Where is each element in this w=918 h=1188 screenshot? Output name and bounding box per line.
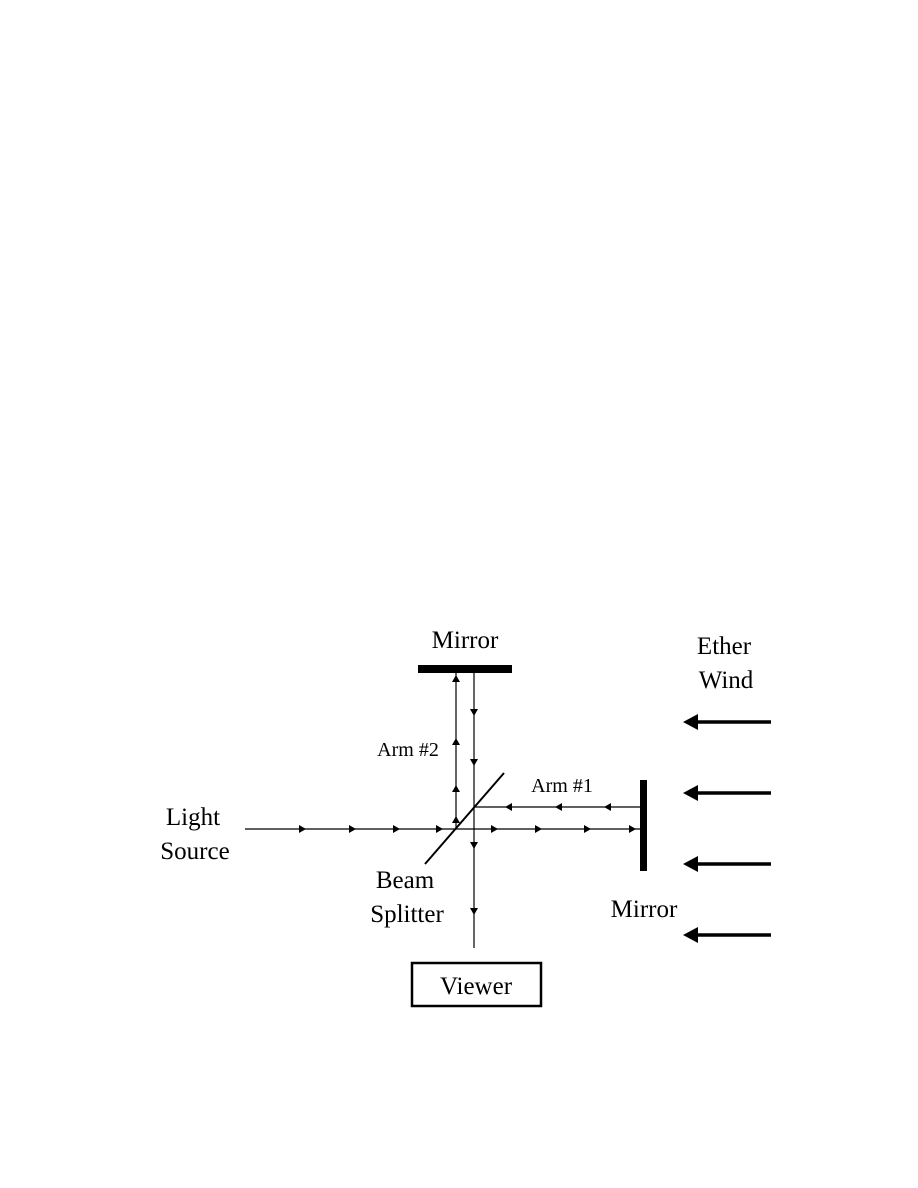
arm2-downward-arrows xyxy=(470,709,478,915)
ether-wind-label-line1: Ether xyxy=(697,633,752,660)
viewer-box xyxy=(410,961,543,1008)
beam-arrowhead xyxy=(470,908,478,915)
right-mirror-label: Mirror xyxy=(611,896,678,923)
ether-wind-arrow xyxy=(683,927,771,943)
beam-arrowhead xyxy=(535,825,542,833)
ether-wind-label-line2: Wind xyxy=(699,667,754,694)
beam-arrowhead xyxy=(299,825,306,833)
beam-arrowhead xyxy=(629,825,636,833)
arm1-outgoing-arrows xyxy=(491,825,636,833)
beam-arrowhead xyxy=(452,675,460,682)
beam-arrowhead xyxy=(555,803,562,811)
beam-arrowhead xyxy=(505,803,512,811)
viewer-label: Viewer xyxy=(440,973,513,1000)
arm2-upward-arrows xyxy=(452,675,460,823)
top-mirror xyxy=(418,665,512,673)
beam-splitter-label-line2: Splitter xyxy=(370,901,444,928)
right-mirror xyxy=(640,780,647,871)
beam-splitter xyxy=(424,772,505,865)
ether-wind-arrow xyxy=(683,785,771,801)
beam-splitter-label-line1: Beam xyxy=(376,867,435,894)
ether-wind-arrows xyxy=(683,714,771,943)
beam-arrowhead xyxy=(491,825,498,833)
beam-arrowhead xyxy=(393,825,400,833)
beam-arrowhead xyxy=(349,825,356,833)
top-mirror-label: Mirror xyxy=(432,627,499,654)
beam-arrowhead xyxy=(470,759,478,766)
beam-arrowhead xyxy=(584,825,591,833)
arm1-return-arrows xyxy=(505,803,611,811)
beam-arrowhead xyxy=(470,709,478,716)
beam-arrowhead xyxy=(452,738,460,745)
light-source-label-line2: Source xyxy=(160,838,229,865)
light-source-label-line1: Light xyxy=(166,804,220,831)
arm1-label: Arm #1 xyxy=(531,775,593,797)
arm2-label: Arm #2 xyxy=(377,739,439,761)
beam-arrowhead xyxy=(452,785,460,792)
beam-arrowhead xyxy=(604,803,611,811)
beam-arrowhead xyxy=(452,816,460,823)
beam-arrowhead xyxy=(470,842,478,849)
ether-wind-arrow xyxy=(683,714,771,730)
incoming-beam-arrows xyxy=(299,825,443,833)
ether-wind-arrow xyxy=(683,856,771,872)
beam-arrowhead xyxy=(436,825,443,833)
